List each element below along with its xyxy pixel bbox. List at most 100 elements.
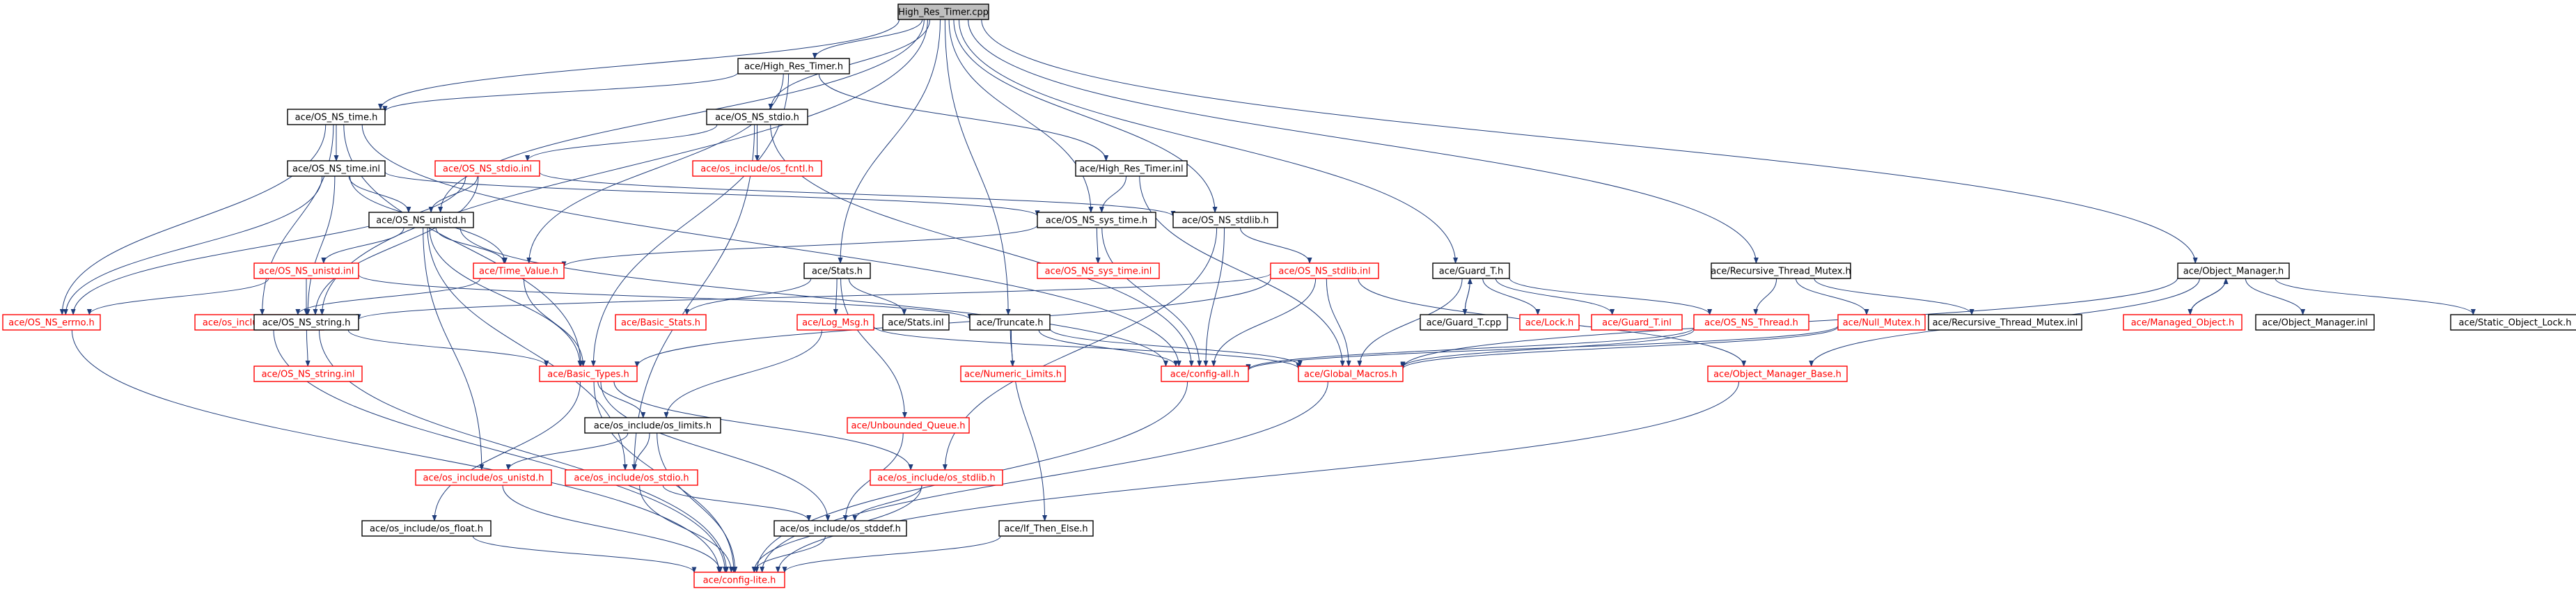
edge-os-limits-h-to-os-stdio-h	[631, 432, 650, 471]
node-if-then-else-h[interactable]: ace/If_Then_Else.h	[998, 520, 1094, 537]
node-label: ace/os_include/os_limits.h	[594, 421, 712, 432]
edge-root-to-truncate-h	[944, 19, 1011, 315]
node-label: ace/Numeric_Limits.h	[964, 370, 1062, 380]
edge-rtm-h-to-null-mutex-h	[1795, 278, 1869, 315]
edge-hrt-inl-to-os-ns-sys-time-h	[1099, 175, 1127, 213]
edge-truncate-h-to-if-then-else-h	[1010, 329, 1048, 521]
node-stats-inl[interactable]: ace/Stats.inl	[882, 314, 950, 331]
edge-root-to-os-ns-time-h	[378, 19, 900, 110]
node-om-base-h[interactable]: ace/Object_Manager_Base.h	[1707, 365, 1848, 382]
edge-os-limits-h-to-config-lite-h	[657, 432, 738, 573]
node-os-fcntl-h[interactable]: ace/os_include/os_fcntl.h	[692, 160, 822, 177]
node-os-ns-unistd-h[interactable]: ace/OS_NS_unistd.h	[368, 212, 474, 228]
node-hrt-h[interactable]: ace/High_Res_Timer.h	[737, 58, 850, 74]
edge-os-ns-stdio-inl-to-os-ns-string-h	[313, 175, 479, 315]
node-truncate-h[interactable]: ace/Truncate.h	[969, 314, 1051, 331]
node-basic-stats-h[interactable]: ace/Basic_Stats.h	[615, 314, 707, 331]
node-box	[2177, 262, 2290, 279]
node-os-float-h[interactable]: ace/os_include/os_float.h	[361, 520, 492, 537]
node-os-ns-string-h[interactable]: ace/OS_NS_string.h	[253, 314, 359, 331]
node-box	[287, 160, 386, 177]
node-os-ns-stdio-h[interactable]: ace/OS_NS_stdio.h	[706, 109, 808, 125]
node-guard-t-h[interactable]: ace/Guard_T.h	[1432, 262, 1510, 279]
node-label: ace/os_include/os_unistd.h	[423, 473, 544, 484]
node-box	[1591, 314, 1683, 331]
node-log-msg-h[interactable]: ace/Log_Msg.h	[796, 314, 874, 331]
node-root: High_Res_Timer.cpp	[897, 3, 989, 20]
node-label: ace/Managed_Object.h	[2131, 318, 2235, 329]
node-box	[1172, 212, 1278, 228]
node-lock-h[interactable]: ace/Lock.h	[1519, 314, 1580, 331]
node-label: ace/os_include/os_fcntl.h	[700, 164, 813, 175]
node-managed-object-h[interactable]: ace/Managed_Object.h	[2123, 314, 2243, 331]
node-label: ace/Log_Msg.h	[802, 318, 869, 329]
edge-os-ns-errno-h-to-config-lite-h	[71, 329, 722, 573]
node-config-lite-h[interactable]: ace/config-lite.h	[693, 572, 785, 588]
node-guard-t-inl[interactable]: ace/Guard_T.inl	[1591, 314, 1683, 331]
node-box	[1432, 262, 1510, 279]
node-os-ns-sys-time-inl[interactable]: ace/OS_NS_sys_time.inl	[1037, 262, 1160, 279]
node-os-ns-errno-h[interactable]: ace/OS_NS_errno.h	[2, 314, 101, 331]
node-os-ns-string-inl[interactable]: ace/OS_NS_string.inl	[253, 365, 363, 382]
node-box	[1693, 314, 1809, 331]
edge-os-ns-sys-time-h-to-os-ns-sys-time-inl	[1095, 227, 1101, 264]
node-label: ace/Stats.inl	[888, 318, 943, 329]
edge-os-float-h-to-config-lite-h	[472, 535, 697, 574]
node-time-value-h[interactable]: ace/Time_Value.h	[473, 262, 565, 279]
edge-log-msg-h-to-os-limits-h	[663, 329, 822, 418]
node-label: ace/Basic_Stats.h	[621, 318, 700, 329]
node-os-ns-sys-time-h[interactable]: ace/OS_NS_sys_time.h	[1037, 212, 1156, 228]
node-os-stdlib-h[interactable]: ace/os_include/os_stdlib.h	[870, 469, 1003, 486]
edge-os-ns-stdio-inl-to-os-ns-errno-h	[70, 175, 466, 315]
node-os-ns-stdlib-inl[interactable]: ace/OS_NS_stdlib.inl	[1270, 262, 1379, 279]
edge-null-mutex-h-to-config-all-h	[1246, 325, 1839, 372]
edge-global-macros-h-to-config-lite-h	[760, 381, 1328, 573]
node-label: ace/OS_NS_Thread.h	[1704, 318, 1798, 329]
node-box	[615, 314, 707, 331]
node-os-ns-thread-h[interactable]: ace/OS_NS_Thread.h	[1693, 314, 1809, 331]
node-rtm-inl[interactable]: ace/Recursive_Thread_Mutex.inl	[1928, 314, 2082, 331]
node-null-mutex-h[interactable]: ace/Null_Mutex.h	[1837, 314, 1926, 331]
node-label: ace/OS_NS_time.h	[295, 113, 378, 123]
node-config-all-h[interactable]: ace/config-all.h	[1161, 365, 1249, 382]
node-label: ace/os_include/os_stdio.h	[574, 473, 689, 484]
node-rtm-h[interactable]: ace/Recursive_Thread_Mutex.h	[1711, 262, 1851, 279]
edge-guard-t-cpp-to-guard-t-h	[1464, 278, 1472, 315]
edge-os-ns-stdlib-inl-to-config-all-h	[1211, 278, 1317, 367]
node-os-ns-stdlib-h[interactable]: ace/OS_NS_stdlib.h	[1172, 212, 1278, 228]
edge-root-to-hrt-h	[812, 19, 923, 59]
node-os-stdio-h[interactable]: ace/os_include/os_stdio.h	[565, 469, 698, 486]
node-stats-h[interactable]: ace/Stats.h	[803, 262, 871, 279]
node-os-ns-stdio-inl[interactable]: ace/OS_NS_stdio.inl	[434, 160, 540, 177]
node-label: ace/Stats.h	[812, 267, 863, 277]
node-global-macros-h[interactable]: ace/Global_Macros.h	[1298, 365, 1404, 382]
node-om-inl[interactable]: ace/Object_Manager.inl	[2255, 314, 2375, 331]
edge-os-ns-stdlib-inl-to-os-ns-string-h	[356, 273, 1271, 321]
node-static-object-lock-h[interactable]: ace/Static_Object_Lock.h	[2450, 314, 2576, 331]
edge-guard-t-h-to-lock-h	[1482, 278, 1541, 315]
node-label: ace/Guard_T.inl	[1602, 318, 1672, 329]
node-label: ace/OS_NS_string.inl	[262, 370, 355, 380]
node-os-ns-time-h[interactable]: ace/OS_NS_time.h	[287, 109, 386, 125]
node-os-unistd-h[interactable]: ace/os_include/os_unistd.h	[415, 469, 552, 486]
edge-os-ns-unistd-h-to-os-ns-unistd-inl	[321, 227, 405, 264]
node-box	[803, 262, 871, 279]
node-label: ace/Global_Macros.h	[1304, 370, 1397, 380]
node-os-stddef-h[interactable]: ace/os_include/os_stddef.h	[773, 520, 907, 537]
node-os-ns-unistd-inl[interactable]: ace/OS_NS_unistd.inl	[253, 262, 359, 279]
node-box	[1420, 314, 1508, 331]
node-os-ns-time-inl[interactable]: ace/OS_NS_time.inl	[287, 160, 386, 177]
edge-hrt-h-to-basic-types-h	[590, 73, 790, 367]
node-os-limits-h[interactable]: ace/os_include/os_limits.h	[584, 417, 721, 434]
edge-rtm-h-to-os-ns-thread-h	[1753, 278, 1777, 315]
node-label: ace/OS_NS_time.inl	[292, 164, 380, 175]
node-box	[253, 262, 359, 279]
node-basic-types-h[interactable]: ace/Basic_Types.h	[539, 365, 638, 382]
node-layer: High_Res_Timer.cpp ace/High_Res_Timer.hac…	[2, 3, 2576, 588]
node-guard-t-cpp[interactable]: ace/Guard_T.cpp	[1420, 314, 1508, 331]
node-numeric-limits-h[interactable]: ace/Numeric_Limits.h	[960, 365, 1066, 382]
node-om-h[interactable]: ace/Object_Manager.h	[2177, 262, 2290, 279]
node-hrt-inl[interactable]: ace/High_Res_Timer.inl	[1075, 160, 1188, 177]
node-unbounded-queue-h[interactable]: ace/Unbounded_Queue.h	[847, 417, 970, 434]
